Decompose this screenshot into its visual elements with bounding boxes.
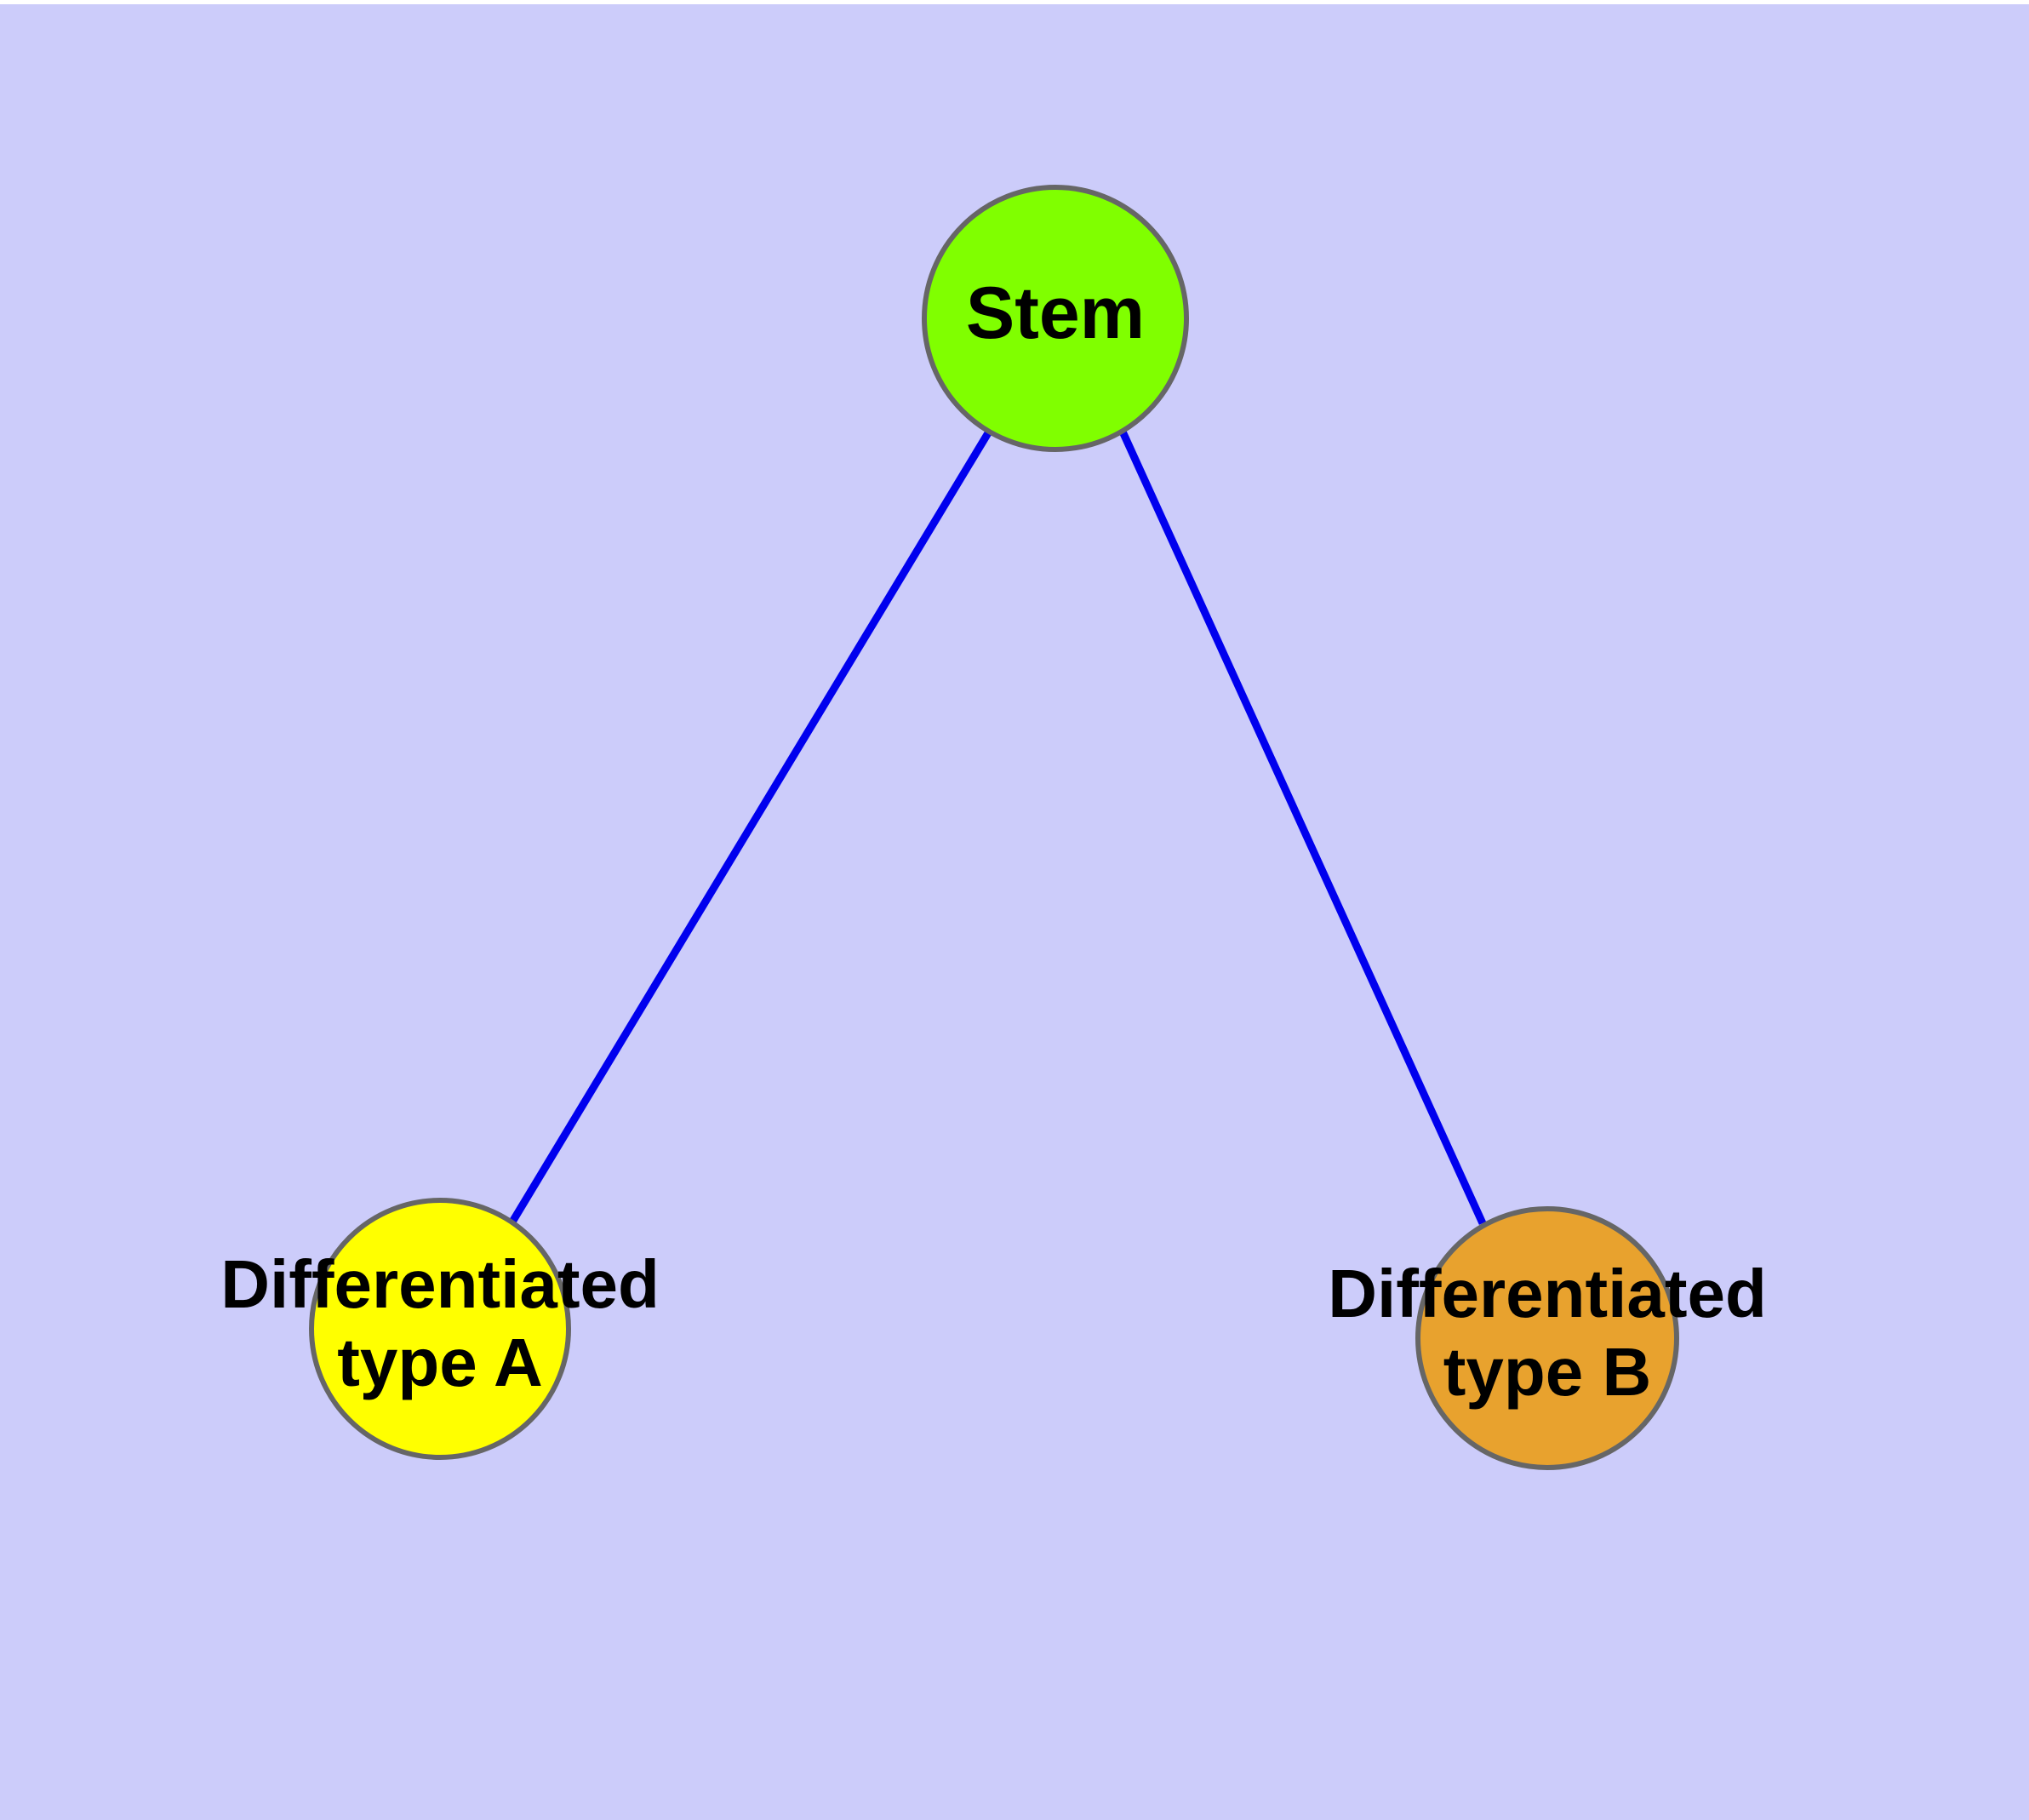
edge-stem-to-diff-a[interactable] — [508, 429, 992, 1226]
node-stem-circle[interactable] — [922, 185, 1189, 452]
node-differentiated-type-b-circle[interactable] — [1415, 1206, 1679, 1470]
edge-stem-to-diff-b[interactable] — [1118, 430, 1487, 1225]
edge-layer — [508, 429, 1487, 1226]
node-differentiated-type-a-circle[interactable] — [309, 1198, 571, 1460]
node-stem[interactable]: Stem — [922, 185, 1189, 452]
